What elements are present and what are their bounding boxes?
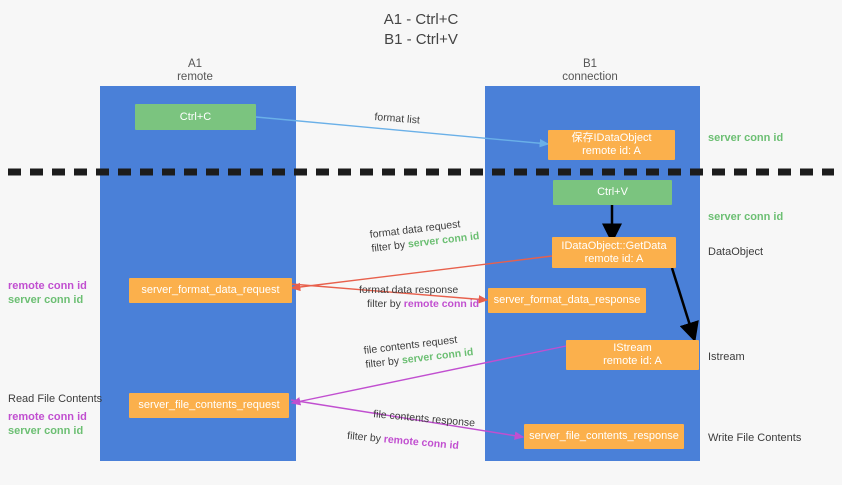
node-idataobject-create[interactable]: 保存IDataObject remote id: A — [548, 130, 675, 160]
node-istream[interactable]: IStream remote id: A — [566, 340, 699, 370]
arrow-label-format-list: format list — [373, 110, 421, 127]
arrow-label-file-contents-response: file contents response filter by remote … — [347, 405, 476, 454]
node-server-format-data-request[interactable]: server_format_data_request — [129, 278, 292, 303]
label-read-file-contents: Read File Contents — [8, 393, 103, 405]
node-server-file-contents-response[interactable]: server_file_contents_response — [524, 424, 684, 449]
arrow-label-format-data-request: format data request filter by server con… — [369, 215, 480, 256]
column-header-b1: B1 connection — [562, 58, 618, 83]
arrow-label-file-contents-response-key: remote conn id — [383, 433, 460, 453]
left-conn-ids-top: remote conn id server conn id — [8, 279, 87, 307]
arrow-label-file-contents-request: file contents request filter by server c… — [363, 331, 474, 372]
label-server-conn-id-second: server conn id — [708, 211, 784, 223]
node-ctrl-v[interactable]: Ctrl+V — [553, 180, 672, 205]
left-remote-conn-id-bottom: remote conn id — [8, 411, 87, 423]
node-ctrl-c[interactable]: Ctrl+C — [135, 104, 256, 130]
left-server-conn-id-bottom: server conn id — [8, 425, 84, 437]
arrow-label-format-data-response-key: remote conn id — [403, 298, 480, 310]
arrow-label-file-contents-response-prefix: filter by — [346, 429, 385, 446]
arrow-label-format-data-response-line1: format data response — [359, 284, 459, 296]
node-idataobject-getdata[interactable]: IDataObject::GetData remote id: A — [552, 237, 676, 268]
label-write-file-contents: Write File Contents — [708, 432, 802, 444]
label-server-conn-id-top: server conn id — [708, 132, 784, 144]
label-istream: Istream — [708, 351, 745, 363]
column-header-a1: A1 remote — [177, 58, 213, 83]
node-server-format-data-response[interactable]: server_format_data_response — [488, 288, 646, 313]
left-server-conn-id-top: server conn id — [8, 294, 84, 306]
left-remote-conn-id-top: remote conn id — [8, 280, 87, 292]
label-data-object: DataObject — [708, 246, 764, 258]
arrow-label-format-data-response: format data response filter by remote co… — [359, 283, 479, 311]
node-server-file-contents-request[interactable]: server_file_contents_request — [129, 393, 289, 418]
arrow-label-file-contents-request-prefix: filter by — [364, 354, 403, 371]
arrow-label-format-data-request-prefix: filter by — [370, 238, 409, 255]
arrow-label-format-data-response-prefix: filter by — [367, 298, 404, 310]
left-conn-ids-bottom: remote conn id server conn id — [8, 410, 87, 438]
diagram-title: A1 - Ctrl+C B1 - Ctrl+V — [383, 11, 459, 48]
